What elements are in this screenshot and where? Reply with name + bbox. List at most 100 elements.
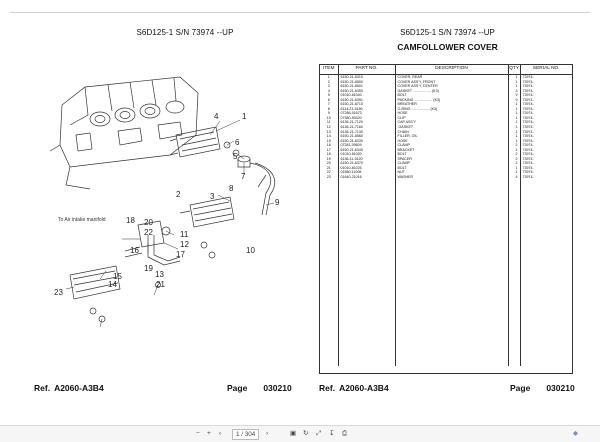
callout-17: 17 bbox=[176, 250, 185, 259]
right-header-title: S6D125-1 S/N 73974 --UP bbox=[400, 28, 495, 37]
fit-page-icon[interactable]: ▣ bbox=[290, 430, 297, 437]
print-icon[interactable]: ⎙ bbox=[342, 430, 348, 437]
description-cell: CLAMP bbox=[395, 161, 509, 166]
qty-cell: 3 bbox=[508, 88, 521, 94]
item-cell: 17 bbox=[320, 147, 339, 153]
serial-no-cell: 73974- bbox=[522, 156, 534, 161]
qty-cell: 1 bbox=[508, 138, 521, 144]
item-cell: 13 bbox=[320, 129, 339, 135]
zoom-in-icon[interactable]: + bbox=[207, 430, 211, 437]
qty-cell: 4 bbox=[508, 175, 521, 180]
part-no-cell: 01010-61020 bbox=[338, 152, 396, 157]
qty-cell: 2 bbox=[508, 161, 521, 166]
qty-cell: 1 bbox=[508, 102, 521, 107]
qty-cell: 1 bbox=[508, 111, 521, 116]
description-cell: HOSE bbox=[395, 111, 509, 116]
col-header-part-no: PART NO. bbox=[338, 65, 396, 75]
item-cell: 5 bbox=[320, 93, 339, 98]
serial-no-cell: 73974- bbox=[522, 143, 534, 148]
col-header-serial-no: SERIAL NO. bbox=[520, 65, 572, 75]
serial-no-cell: 73974- bbox=[522, 125, 534, 130]
qty-cell: 1 bbox=[508, 84, 521, 89]
filler-cell bbox=[520, 180, 572, 366]
item-cell: 23 bbox=[320, 175, 339, 180]
part-no-cell: 07286-01673 bbox=[338, 111, 396, 116]
part-no-cell: 01640-21016 bbox=[338, 175, 396, 180]
description-cell: CAP ASS'Y bbox=[395, 120, 509, 126]
item-cell: 4 bbox=[320, 88, 339, 94]
description-cell: .GASKET bbox=[395, 125, 509, 130]
callout-13: 13 bbox=[155, 270, 164, 279]
item-cell: 8 bbox=[320, 106, 339, 112]
serial-no-cell: 73974- bbox=[522, 111, 534, 116]
part-no-cell: 6150-21-6370 bbox=[338, 161, 396, 166]
serial-no-cell: 73974- bbox=[522, 79, 534, 84]
serial-no-cell: 73974- bbox=[522, 161, 534, 166]
description-cell: CHAIN bbox=[395, 129, 509, 135]
part-no-cell: 6150-21-6391 bbox=[338, 97, 396, 103]
description-cell: SPACER bbox=[395, 156, 509, 162]
fullscreen-icon[interactable]: ⤢ bbox=[316, 430, 322, 437]
qty-cell: 1 bbox=[508, 115, 521, 121]
part-no-cell: 6136-21-7120 bbox=[338, 120, 396, 126]
breather-drawing bbox=[237, 155, 276, 216]
part-no-cell: 6150-21-6310 bbox=[338, 74, 396, 80]
ref-label: Ref. bbox=[34, 383, 51, 393]
item-cell: 21 bbox=[320, 165, 339, 171]
viewer-logo-icon: ◆ bbox=[573, 430, 578, 437]
serial-no-cell: 73974- bbox=[522, 106, 534, 111]
serial-no-cell: 73974- bbox=[522, 88, 534, 93]
diagram-note: To Air intake manifold bbox=[58, 217, 106, 223]
qty-cell: 1 bbox=[508, 79, 521, 85]
callout-10: 10 bbox=[246, 246, 255, 255]
description-cell: FILLER, OIL bbox=[395, 134, 509, 139]
previous-page-icon[interactable]: ‹ bbox=[219, 430, 222, 437]
description-cell: O-RING .................. (K3) bbox=[395, 106, 509, 112]
qty-cell: 2 bbox=[508, 156, 521, 162]
description-cell: GASKET .................. (K3) bbox=[395, 88, 509, 94]
qty-cell: 1 bbox=[508, 129, 521, 135]
item-cell: 20 bbox=[320, 161, 339, 166]
section-title: CAMFOLLOWER COVER bbox=[397, 42, 498, 52]
page-indicator[interactable]: 1 / 304 bbox=[232, 429, 260, 440]
zoom-out-icon[interactable]: − bbox=[196, 430, 200, 437]
item-cell: 14 bbox=[320, 134, 339, 139]
part-no-cell: 6150-21-6601 bbox=[338, 84, 396, 89]
callout-19: 19 bbox=[144, 264, 153, 273]
callout-3: 3 bbox=[210, 192, 215, 201]
part-no-cell: 07281-00609 bbox=[338, 143, 396, 148]
callout-2: 2 bbox=[176, 190, 181, 199]
part-no-cell: 07380-50320 bbox=[338, 115, 396, 121]
serial-no-cell: 73974- bbox=[522, 93, 534, 98]
part-no-cell: 6150-21-6560 bbox=[338, 134, 396, 139]
table-filler-row bbox=[320, 179, 572, 366]
bolt-drawings bbox=[89, 141, 240, 323]
rotate-icon[interactable]: ↻ bbox=[303, 430, 309, 437]
qty-cell: 1 bbox=[508, 74, 521, 80]
serial-no-cell: 73974- bbox=[522, 102, 534, 107]
description-cell: CLIP bbox=[395, 115, 509, 121]
callout-9: 9 bbox=[275, 198, 280, 207]
description-cell: BRACKET bbox=[395, 147, 509, 153]
leader-lines bbox=[65, 119, 275, 328]
qty-cell: 2 bbox=[508, 143, 521, 148]
filler-cell bbox=[395, 179, 509, 366]
item-cell: 22 bbox=[320, 170, 339, 176]
qty-cell: 1 bbox=[508, 120, 521, 126]
part-no-cell: 01010-61040 bbox=[338, 93, 396, 98]
next-page-icon[interactable]: › bbox=[266, 430, 269, 437]
download-icon[interactable]: ↧ bbox=[329, 430, 335, 437]
